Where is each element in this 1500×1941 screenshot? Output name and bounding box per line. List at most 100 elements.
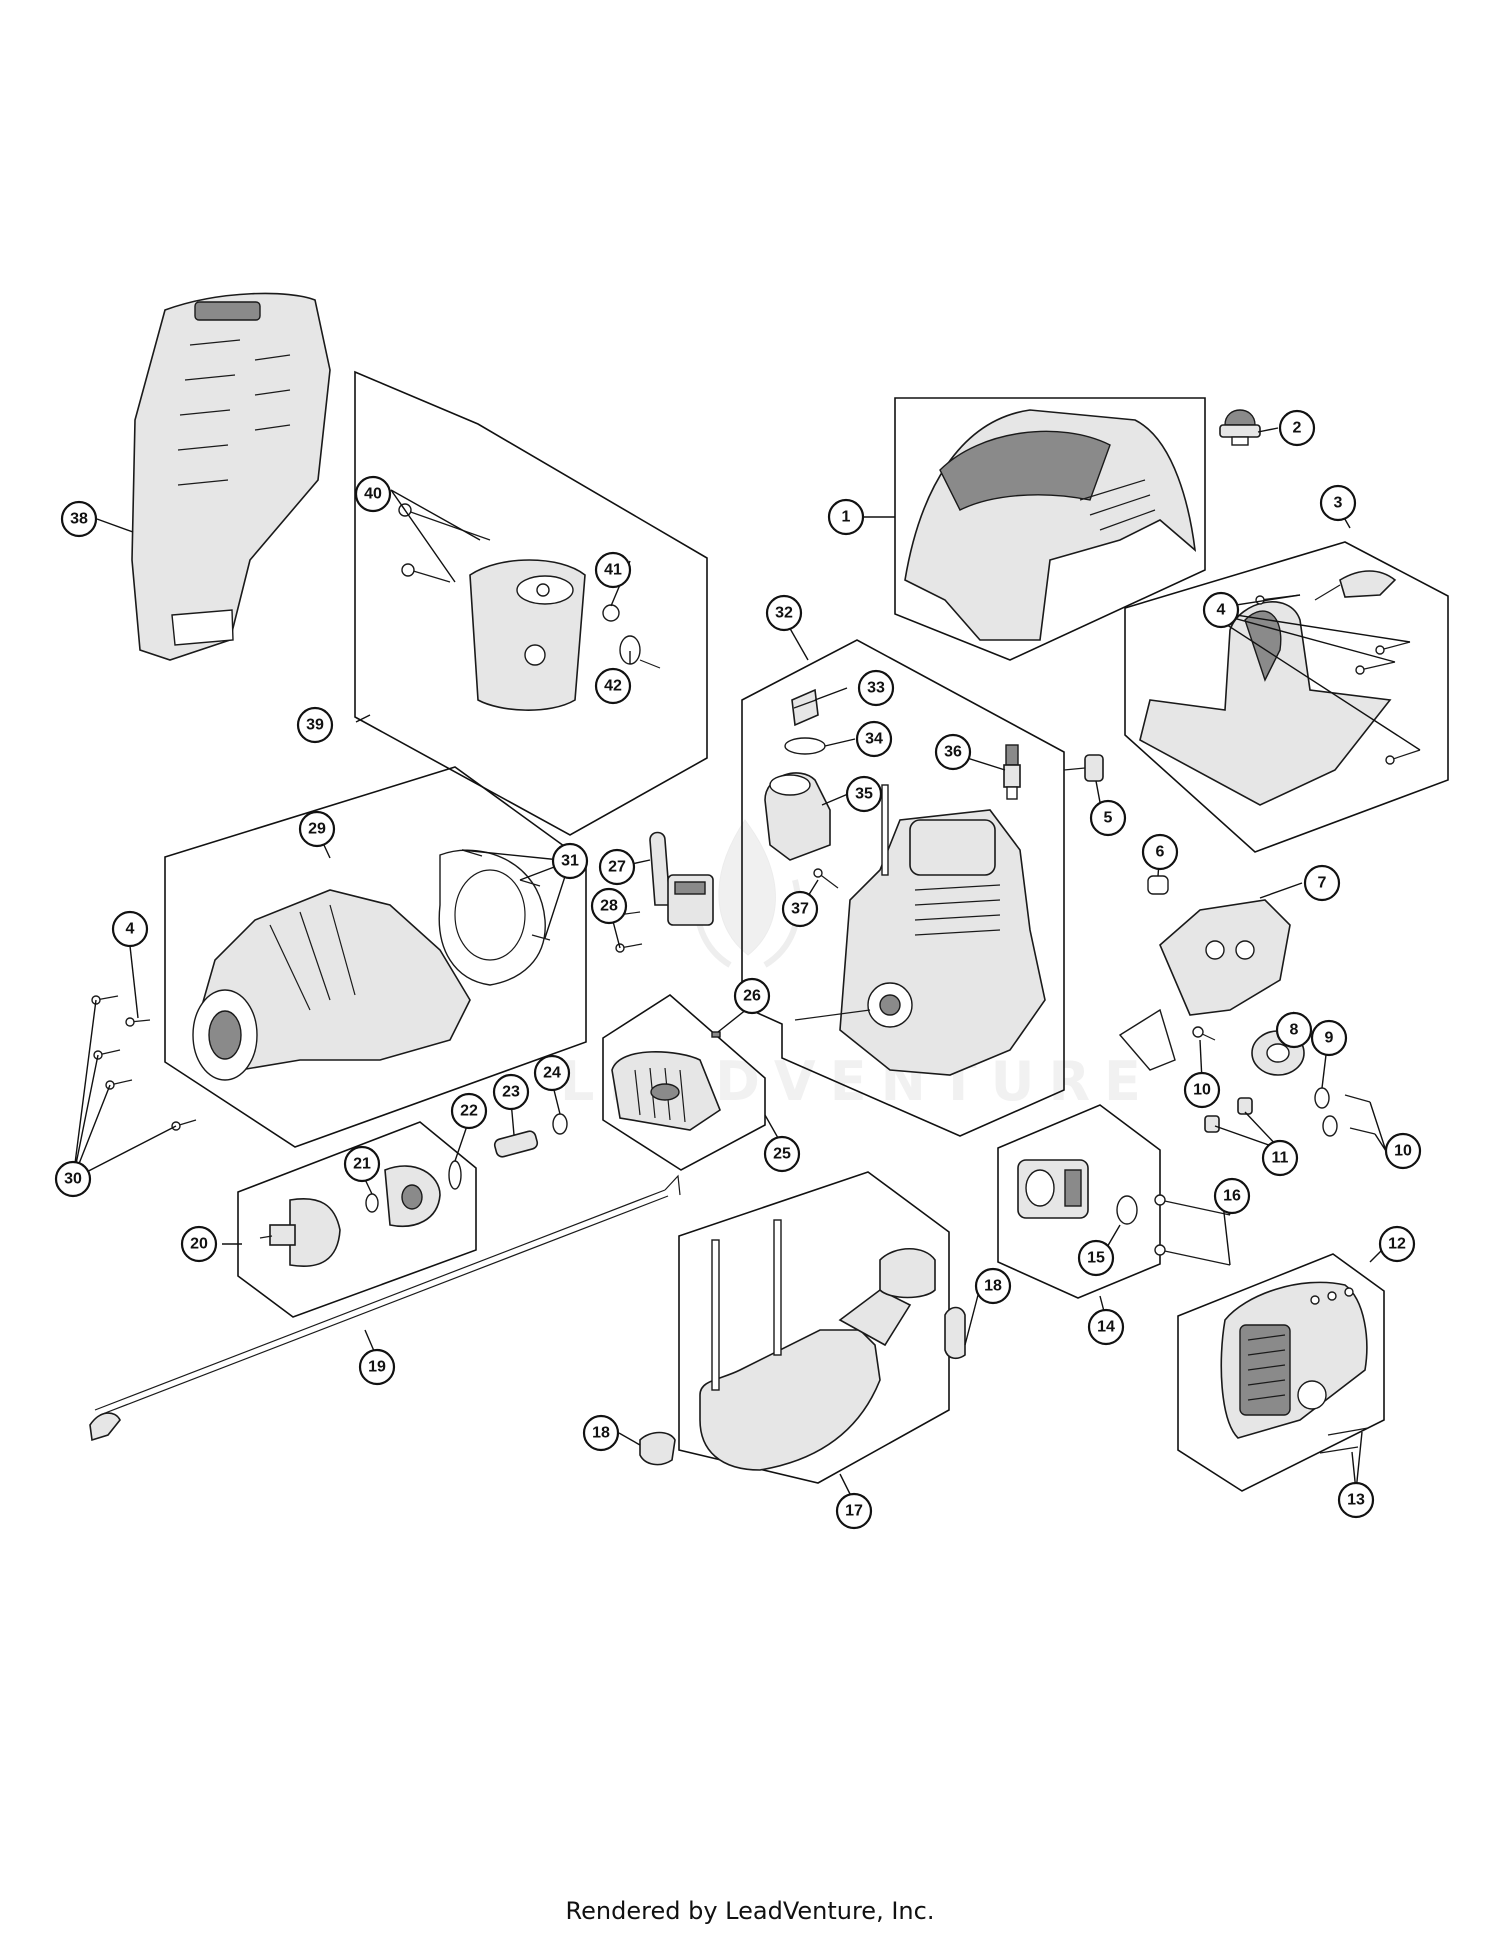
svg-text:5: 5 [1104, 810, 1113, 827]
part-screws-13 [1319, 1427, 1369, 1454]
callout-12: 12 [1378, 1225, 1416, 1263]
callout-26: 26 [733, 977, 771, 1015]
callout-32: 32 [765, 594, 803, 632]
svg-text:24: 24 [543, 1065, 561, 1082]
callout-24: 24 [533, 1054, 571, 1092]
svg-text:20: 20 [190, 1236, 208, 1253]
part-spacers-11 [1204, 1097, 1253, 1133]
part-engine-block-32 [794, 784, 1046, 1076]
part-engine-cover-1 [904, 409, 1197, 641]
callout-40: 40 [354, 475, 392, 513]
part-screws-10 [1192, 1026, 1376, 1135]
part-fuel-tank-17 [699, 1219, 936, 1471]
callout-7: 7 [1303, 864, 1341, 902]
svg-text:12: 12 [1388, 1236, 1406, 1253]
carburetor-group-box [997, 1104, 1161, 1299]
callout-4-housing: 4 [111, 910, 149, 948]
part-clutch-22 [384, 1160, 462, 1227]
callout-1: 1 [827, 498, 865, 536]
svg-text:3: 3 [1334, 495, 1343, 512]
svg-text:31: 31 [561, 853, 579, 870]
part-primer-bulb-2 [1219, 409, 1261, 446]
callout-36: 36 [934, 733, 972, 771]
svg-text:6: 6 [1156, 844, 1165, 861]
fan-housing-group-box [164, 766, 587, 1148]
part-sleeve-23 [493, 1130, 539, 1158]
svg-text:10: 10 [1193, 1082, 1211, 1099]
svg-text:18: 18 [592, 1425, 610, 1442]
callout-21: 21 [343, 1145, 381, 1183]
callout-14: 14 [1087, 1308, 1125, 1346]
flywheel-group-box [602, 994, 766, 1171]
callout-8: 8 [1275, 1011, 1313, 1049]
callout-28: 28 [590, 887, 628, 925]
part-muffler-39 [469, 559, 586, 711]
callout-9: 9 [1310, 1019, 1348, 1057]
svg-text:25: 25 [773, 1146, 791, 1163]
svg-text:14: 14 [1097, 1319, 1115, 1336]
part-nut-41 [602, 604, 620, 622]
part-grommet-18-left [639, 1431, 676, 1466]
callout-3: 3 [1319, 484, 1357, 522]
callout-13: 13 [1337, 1481, 1375, 1519]
callout-35: 35 [845, 775, 883, 813]
part-screw-37 [813, 868, 839, 889]
part-carburetor-14 [1017, 1159, 1089, 1219]
callout-20: 20 [180, 1225, 218, 1263]
part-flywheel-25 [611, 1051, 721, 1131]
svg-text:7: 7 [1318, 875, 1327, 892]
part-spark-plug-36 [1003, 744, 1021, 800]
part-bolts-16 [1154, 1194, 1231, 1266]
svg-text:1: 1 [842, 509, 851, 526]
callout-16: 16 [1213, 1177, 1251, 1215]
part-gasket-6 [1147, 875, 1169, 895]
svg-text:10: 10 [1394, 1143, 1412, 1160]
svg-text:17: 17 [845, 1503, 863, 1520]
clutch-group-box [237, 1121, 477, 1318]
callout-6: 6 [1141, 833, 1179, 871]
svg-text:8: 8 [1290, 1022, 1299, 1039]
muffler-group-box [354, 370, 708, 836]
svg-text:34: 34 [865, 731, 883, 748]
recoil-starter-group-box [1124, 541, 1449, 853]
part-gasket-15 [1116, 1195, 1138, 1225]
callout-18-left: 18 [582, 1414, 620, 1452]
svg-text:27: 27 [608, 859, 626, 876]
part-clutch-drum-20 [259, 1198, 341, 1267]
part-shield-38 [131, 292, 331, 661]
callout-11: 11 [1261, 1139, 1299, 1177]
callout-23: 23 [492, 1073, 530, 1111]
svg-text:36: 36 [944, 744, 962, 761]
callout-39: 39 [296, 706, 334, 744]
part-intake-35 [764, 772, 831, 861]
part-screws-4-starter [1255, 594, 1421, 765]
callout-41: 41 [594, 551, 632, 589]
part-fan-housing-29 [192, 889, 471, 1081]
callout-33: 33 [857, 669, 895, 707]
part-cap-33 [791, 688, 819, 727]
footer-credit: Rendered by LeadVenture, Inc. [565, 1897, 935, 1925]
svg-text:11: 11 [1272, 1150, 1289, 1167]
part-oring-34 [784, 737, 826, 755]
callout-34: 34 [855, 720, 893, 758]
svg-text:15: 15 [1087, 1250, 1105, 1267]
part-ignition-coil-27 [649, 831, 714, 926]
part-fan-cover-plate [438, 849, 546, 986]
callout-10-left: 10 [1183, 1071, 1221, 1109]
fuel-tank-group-box [678, 1171, 950, 1484]
svg-text:4: 4 [1217, 602, 1226, 619]
part-gasket-42 [619, 635, 661, 669]
svg-text:16: 16 [1223, 1188, 1241, 1205]
svg-text:40: 40 [364, 486, 382, 503]
callout-10-right: 10 [1384, 1132, 1422, 1170]
callout-42: 42 [594, 667, 632, 705]
callout-4-starter: 4 [1202, 591, 1240, 629]
callout-22: 22 [450, 1092, 488, 1130]
part-plate-7 [1118, 899, 1291, 1071]
part-screws-30 [91, 995, 197, 1131]
callout-27: 27 [598, 848, 636, 886]
svg-text:41: 41 [604, 562, 622, 579]
part-grommet-18-right [944, 1306, 966, 1360]
callout-19: 19 [358, 1348, 396, 1386]
